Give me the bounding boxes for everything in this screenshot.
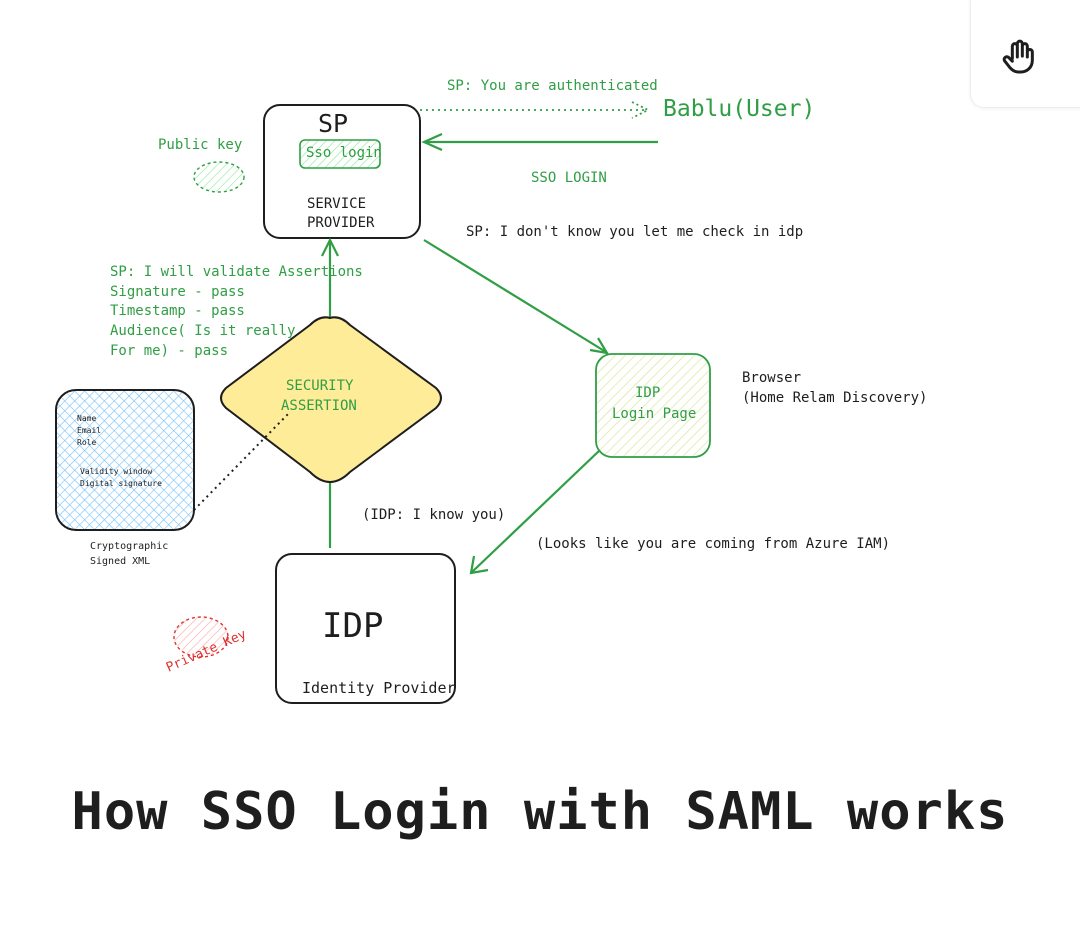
validate-line-3: Timestamp - pass xyxy=(110,303,245,319)
private-key-shape xyxy=(173,616,229,658)
page-title: How SSO Login with SAML works xyxy=(71,782,1009,842)
xml-line-validity: Validity window xyxy=(80,467,153,476)
sp-title: SP xyxy=(318,109,349,138)
sp-box xyxy=(263,104,421,239)
sp-subtitle-line1: SERVICE xyxy=(307,196,367,212)
assertion-line-2: ASSERTION xyxy=(281,398,357,414)
browser-line-1: Browser xyxy=(742,370,802,386)
sso-login-arrowhead xyxy=(421,132,443,152)
xml-caption-line-2: Signed XML xyxy=(90,556,151,567)
idp-subtitle: Identity Provider xyxy=(302,679,456,697)
hand-tool-button[interactable] xyxy=(970,0,1080,108)
assertion-to-sp-arrowhead xyxy=(321,237,339,257)
xml-line-role: Role xyxy=(77,438,97,447)
authenticated-label: SP: You are authenticated xyxy=(447,78,658,94)
check-idp-arrowhead xyxy=(589,337,610,355)
idp-login-page-box xyxy=(595,353,711,458)
xml-line-signature: Digital signature xyxy=(80,479,162,488)
azure-arrow xyxy=(471,449,601,573)
idp-login-line-2: Login Page xyxy=(612,406,697,422)
assertion-line-1: SECURITY xyxy=(286,378,354,394)
idp-know-label: (IDP: I know you) xyxy=(362,507,506,523)
sp-subtitle-line2: PROVIDER xyxy=(307,215,375,231)
azure-arrowhead xyxy=(469,555,489,575)
public-key-label: Public key xyxy=(158,137,243,153)
xml-to-assertion-link xyxy=(193,411,291,511)
xml-caption-line-1: Cryptographic xyxy=(90,541,169,552)
sso-login-button[interactable]: Sso login xyxy=(306,145,382,161)
azure-label: (Looks like you are coming from Azure IA… xyxy=(536,536,891,552)
security-assertion-diamond xyxy=(220,316,442,484)
xml-line-name: Name xyxy=(77,414,97,423)
validate-line-5: For me) - pass xyxy=(110,343,229,359)
validate-line-4: Audience( Is it really xyxy=(110,323,296,339)
idp-login-line-1: IDP xyxy=(635,385,661,401)
sso-login-label: SSO LOGIN xyxy=(531,170,607,186)
xml-line-email: Email xyxy=(77,426,102,435)
browser-line-2: (Home Relam Discovery) xyxy=(742,390,928,406)
authenticated-arrowhead xyxy=(631,101,651,119)
check-idp-label: SP: I don't know you let me check in idp xyxy=(466,224,804,240)
user-label: Bablu(User) xyxy=(663,96,816,122)
idp-title: IDP xyxy=(322,606,384,646)
sso-login-button-frame xyxy=(299,139,381,169)
check-idp-arrow xyxy=(423,239,607,353)
hand-icon xyxy=(1002,39,1034,74)
validate-line-2: Signature - pass xyxy=(110,284,245,300)
validate-line-1: SP: I will validate Assertions xyxy=(110,264,363,280)
idp-box xyxy=(275,553,456,704)
signed-xml-doc-crosshatch xyxy=(57,391,193,529)
public-key-shape xyxy=(193,161,245,193)
